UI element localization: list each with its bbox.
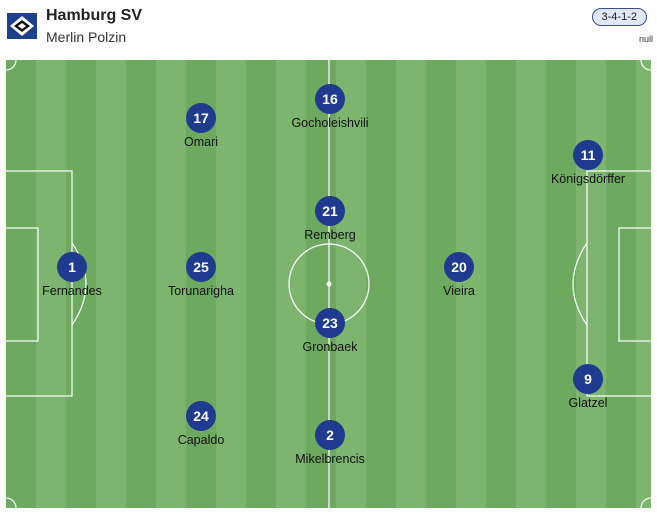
- player-fernandes[interactable]: 1 Fernandes: [12, 252, 132, 298]
- player-name: Capaldo: [177, 433, 225, 447]
- player-name: Remberg: [304, 228, 356, 242]
- player-konigsdorffer[interactable]: 11 Königsdörffer: [528, 140, 648, 186]
- coach-name: Merlin Polzin: [46, 29, 127, 45]
- player-capaldo[interactable]: 24 Capaldo: [141, 401, 261, 447]
- player-glatzel[interactable]: 9 Glatzel: [528, 364, 648, 410]
- player-name: Königsdörffer: [550, 172, 626, 186]
- formation-badge[interactable]: 3-4-1-2: [591, 8, 647, 26]
- player-gocholeishvili[interactable]: 16 Gocholeishvili: [270, 84, 390, 130]
- team-name: Hamburg SV: [46, 7, 143, 24]
- player-gronbaek[interactable]: 23 Gronbaek: [270, 308, 390, 354]
- player-number: 9: [573, 364, 603, 394]
- player-number: 21: [315, 196, 345, 226]
- player-name: Gronbaek: [302, 340, 358, 354]
- player-name: Glatzel: [568, 396, 608, 410]
- hamburg-sv-logo-icon: [7, 13, 37, 39]
- lineup-header: Hamburg SV Merlin Polzin 3-4-1-2 null: [0, 0, 657, 58]
- player-number: 16: [315, 84, 345, 114]
- player-number: 17: [186, 103, 216, 133]
- player-name: Fernandes: [42, 284, 102, 298]
- player-number: 25: [186, 252, 216, 282]
- player-number: 1: [57, 252, 87, 282]
- player-remberg[interactable]: 21 Remberg: [270, 196, 390, 242]
- player-number: 23: [315, 308, 345, 338]
- player-name: Mikelbrencis: [295, 452, 365, 466]
- player-name: Omari: [183, 135, 219, 149]
- player-omari[interactable]: 17 Omari: [141, 103, 261, 149]
- null-label: null: [638, 34, 653, 44]
- player-name: Torunarigha: [167, 284, 234, 298]
- player-mikelbrencis[interactable]: 2 Mikelbrencis: [270, 420, 390, 466]
- player-number: 20: [444, 252, 474, 282]
- player-number: 24: [186, 401, 216, 431]
- player-torunarigha[interactable]: 25 Torunarigha: [141, 252, 261, 298]
- player-number: 11: [573, 140, 603, 170]
- player-vieira[interactable]: 20 Vieira: [399, 252, 519, 298]
- player-name: Gocholeishvili: [291, 116, 369, 130]
- player-name: Vieira: [443, 284, 475, 298]
- player-number: 2: [315, 420, 345, 450]
- pitch: 1 Fernandes 17 Omari 25 Torunarigha 24 C…: [6, 60, 651, 508]
